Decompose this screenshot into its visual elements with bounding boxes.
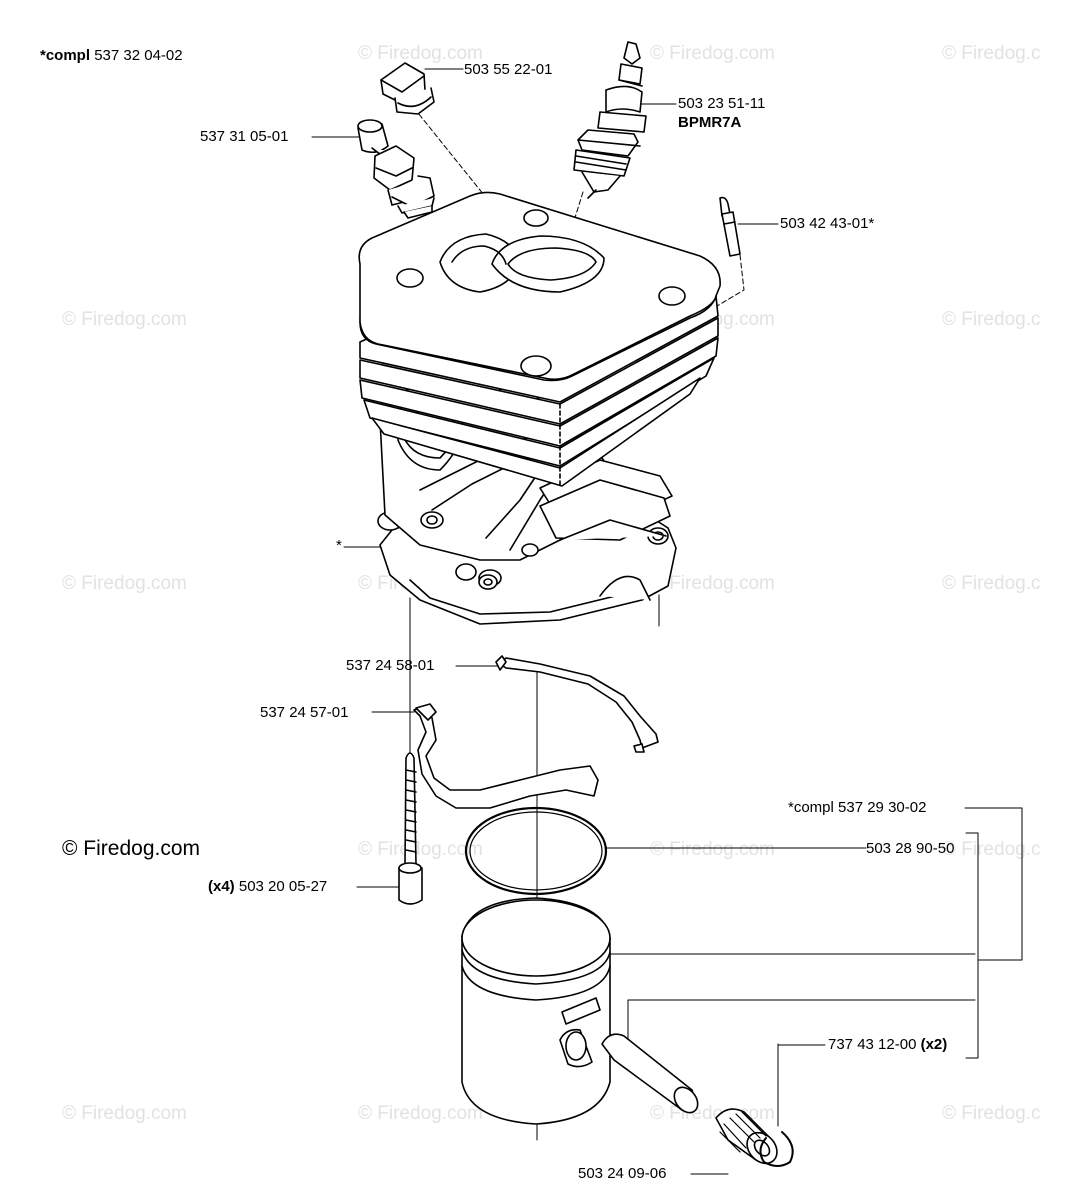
circlip-number: 737 43 12-00	[828, 1036, 917, 1053]
watermark: © Firedog.c	[942, 1103, 1041, 1124]
label-piston-ring: 503 28 90-50	[866, 840, 955, 857]
label-star: *	[336, 537, 342, 554]
label-needle-bearing: 503 24 09-06	[578, 1165, 667, 1182]
impulse-nipple	[719, 196, 741, 257]
watermark: © Firedog.c	[942, 43, 1041, 64]
watermark: © Firedog.com	[650, 43, 775, 64]
bolt-number: 503 20 05-27	[238, 878, 328, 895]
watermark: © Firedog.com	[650, 573, 775, 594]
label-decompression-valve: 537 31 05-01	[200, 128, 289, 145]
watermark: © Firedog.com	[62, 309, 187, 330]
cylinder	[358, 191, 721, 625]
watermark: © Firedog.c	[942, 573, 1041, 594]
needle-bearing	[715, 1108, 778, 1165]
gasket-upper	[495, 655, 659, 753]
plug-screw	[380, 62, 435, 115]
decompression-valve	[357, 119, 435, 219]
label-circlip: 737 43 12-00 (x2)	[828, 1036, 947, 1054]
circlip	[759, 1043, 794, 1167]
cylinder-bolt	[398, 752, 423, 905]
piston-ring	[464, 806, 608, 896]
watermark: © Firedog.com	[358, 839, 483, 860]
bolt-qty: (x4)	[208, 878, 235, 895]
spark-plug	[573, 41, 647, 199]
label-impulse-nipple: 503 42 43-01*	[780, 215, 875, 232]
label-piston-compl: *compl 537 29 30-02	[788, 799, 927, 816]
watermark: © Firedog.com	[358, 1103, 483, 1124]
label-gasket-lower: 537 24 57-01	[260, 704, 349, 721]
circlip-qty: (x2)	[920, 1036, 948, 1053]
label-cylinder-compl: *compl 537 32 04-02	[40, 47, 183, 65]
label-gasket-upper: 537 24 58-01	[346, 657, 435, 674]
cylinder-compl-number: 537 32 04-02	[94, 47, 183, 64]
label-plug-screw: 503 55 22-01	[464, 61, 553, 78]
gasket-lower	[413, 703, 599, 809]
watermark: © Firedog.com	[650, 839, 775, 860]
watermark: © Firedog.com	[62, 573, 187, 594]
label-spark-plug: 503 23 51-11	[678, 95, 766, 112]
label-spark-plug-type: BPMR7A	[678, 114, 742, 131]
watermark-main: © Firedog.com	[62, 837, 201, 860]
label-bolt: (x4) 503 20 05-27	[208, 878, 327, 896]
compl-prefix: *compl	[40, 47, 91, 64]
piston	[461, 897, 611, 1125]
watermark: © Firedog.c	[942, 309, 1041, 330]
watermark: © Firedog.c	[942, 839, 1041, 860]
piston-pin	[601, 1033, 699, 1114]
watermark: © Firedog.com	[62, 1103, 187, 1124]
watermark: © Firedog.com	[358, 43, 483, 64]
